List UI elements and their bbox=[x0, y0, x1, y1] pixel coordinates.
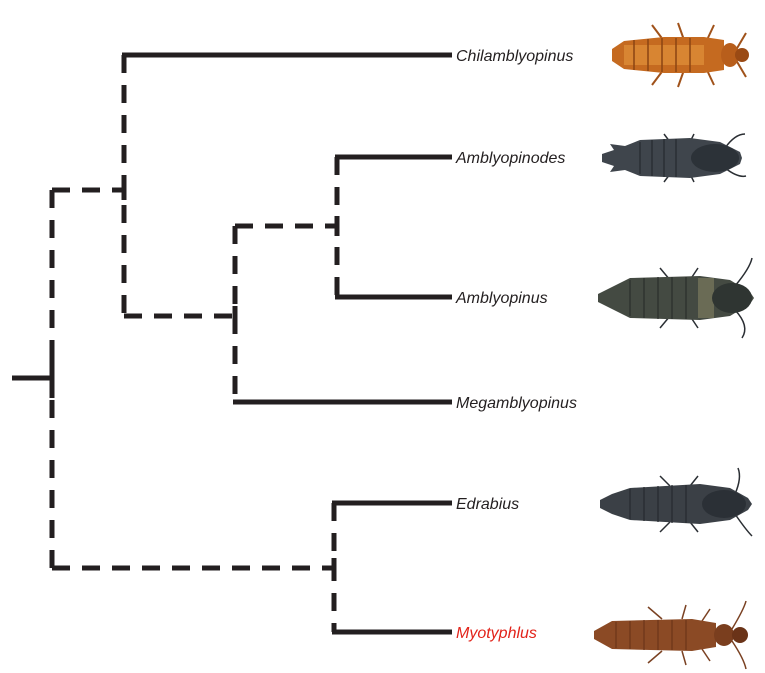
beetle-image-myotyphlus bbox=[594, 601, 748, 669]
taxon-label-amblyopinodes: Amblyopinodes bbox=[455, 150, 565, 167]
taxon-label-myotyphlus: Myotyphlus bbox=[456, 625, 537, 642]
internal-branches bbox=[52, 55, 337, 632]
taxon-label-megamblyopinus: Megamblyopinus bbox=[456, 395, 577, 412]
beetle-image-amblyopinodes bbox=[602, 134, 746, 182]
taxon-label-edrabius: Edrabius bbox=[456, 496, 519, 513]
beetle-image-amblyopinus bbox=[598, 258, 754, 338]
taxon-label-chilamblyopinus: Chilamblyopinus bbox=[456, 48, 573, 65]
taxon-label-amblyopinus: Amblyopinus bbox=[455, 290, 548, 307]
beetle-image-edrabius bbox=[600, 468, 752, 536]
node-ticks bbox=[124, 180, 337, 578]
beetle-image-chilamblyopinus bbox=[612, 23, 749, 87]
terminal-branches bbox=[122, 55, 452, 632]
